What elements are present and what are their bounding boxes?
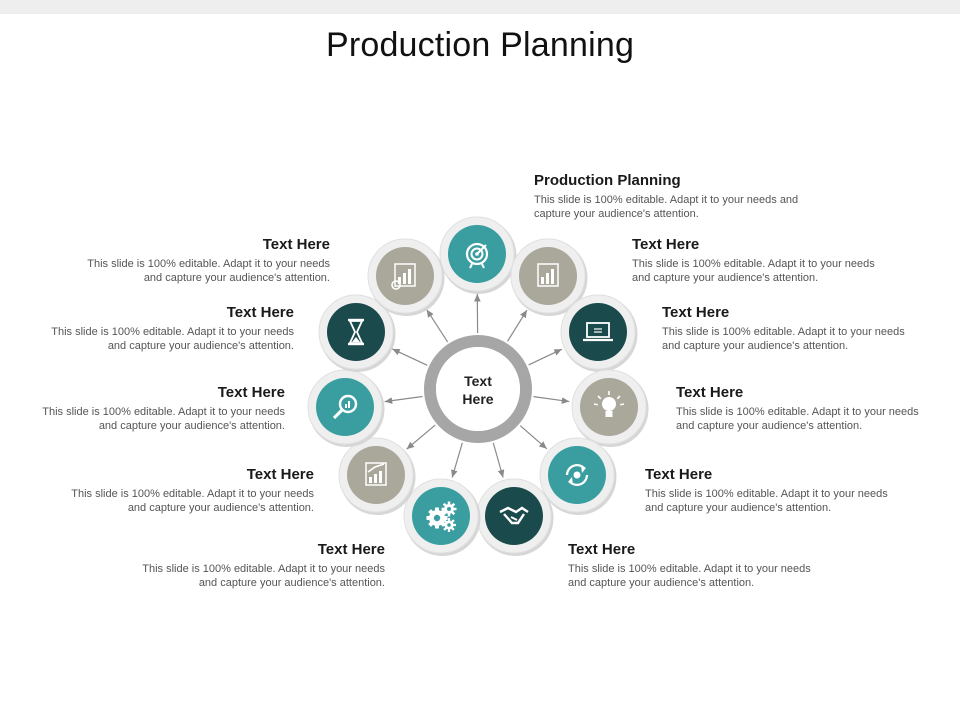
label-production-planning: Production Planning This slide is 100% e… (534, 172, 824, 221)
label-body: This slide is 100% editable. Adapt it to… (87, 258, 330, 284)
bar-chart-icon (537, 263, 559, 287)
label-heading: Text Here (568, 541, 636, 558)
icon-node (318, 294, 396, 372)
icon-nodes (307, 216, 649, 556)
connector-arrow (528, 348, 563, 366)
top-bar (0, 0, 960, 14)
label-heading: Text Here (246, 466, 314, 483)
icon-node (367, 238, 445, 316)
center-ring (424, 335, 532, 443)
chart-search-icon (391, 263, 416, 290)
label-heading: Text Here (662, 304, 730, 321)
label-body: This slide is 100% editable. Adapt it to… (42, 406, 285, 432)
label-heading: Text Here (217, 384, 285, 401)
magnifier-chart-icon (332, 394, 358, 420)
label-heading: Text Here (317, 541, 385, 558)
connector-arrow (391, 348, 428, 366)
icon-node (560, 294, 638, 372)
label-heading: Text Here (676, 384, 744, 401)
label-heading: Production Planning (534, 172, 681, 189)
connector-arrows (384, 293, 570, 478)
label-item-7: Text Here This slide is 100% editable. A… (135, 541, 385, 590)
icon-node (571, 369, 649, 447)
connector-arrow (519, 425, 548, 450)
label-body: This slide is 100% editable. Adapt it to… (534, 194, 799, 220)
target-icon (465, 242, 489, 269)
connector-arrow (406, 424, 436, 450)
icon-node (307, 369, 385, 447)
label-heading: Text Here (632, 236, 700, 253)
lightbulb-icon (593, 391, 625, 417)
connector-arrow (384, 395, 423, 404)
connector-arrow (451, 442, 463, 478)
refresh-gear-icon (565, 464, 589, 486)
label-body: This slide is 100% editable. Adapt it to… (632, 258, 875, 284)
label-item-8: Text Here This slide is 100% editable. A… (64, 466, 314, 515)
icon-node (539, 437, 617, 515)
label-item-9: Text Here This slide is 100% editable. A… (35, 384, 285, 433)
icon-node (439, 216, 517, 294)
label-item-4: Text Here This slide is 100% editable. A… (676, 384, 926, 433)
icon-node (510, 238, 588, 316)
label-body: This slide is 100% editable. Adapt it to… (662, 326, 905, 352)
handshake-icon (499, 506, 529, 525)
laptop-icon (583, 322, 613, 342)
node-disc (327, 303, 385, 361)
connector-arrow (506, 309, 528, 342)
label-body: This slide is 100% editable. Adapt it to… (51, 326, 294, 352)
label-body: This slide is 100% editable. Adapt it to… (142, 563, 385, 589)
label-body: This slide is 100% editable. Adapt it to… (71, 488, 314, 514)
growth-chart-icon (365, 462, 387, 486)
label-item-10: Text Here This slide is 100% editable. A… (44, 304, 294, 353)
label-heading: Text Here (262, 236, 330, 253)
slide-title: Production Planning (325, 26, 635, 64)
center-label: Text Here (462, 373, 494, 407)
connector-arrow (426, 309, 449, 343)
node-disc (485, 487, 543, 545)
label-body: This slide is 100% editable. Adapt it to… (676, 406, 919, 432)
hourglass-icon (348, 318, 364, 346)
center-hub (436, 347, 520, 431)
label-body: This slide is 100% editable. Adapt it to… (568, 563, 811, 589)
label-item-11: Text Here This slide is 100% editable. A… (80, 236, 330, 285)
label-heading: Text Here (226, 304, 294, 321)
label-heading: Text Here (645, 466, 713, 483)
icon-node (403, 478, 481, 556)
gears-icon (426, 501, 457, 532)
label-item-3: Text Here This slide is 100% editable. A… (662, 304, 912, 353)
label-item-5: Text Here This slide is 100% editable. A… (645, 466, 895, 515)
connector-arrow (533, 396, 570, 404)
icon-node (338, 437, 416, 515)
icon-node (476, 478, 554, 556)
label-item-6: Text Here This slide is 100% editable. A… (568, 541, 818, 590)
connector-arrow (492, 442, 505, 478)
label-body: This slide is 100% editable. Adapt it to… (645, 488, 888, 514)
label-item-2: Text Here This slide is 100% editable. A… (632, 236, 882, 285)
